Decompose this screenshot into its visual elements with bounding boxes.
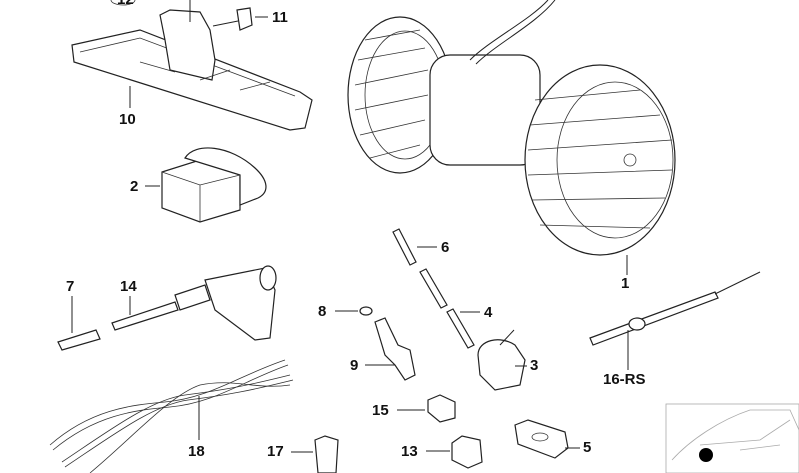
leader-11b bbox=[212, 20, 239, 27]
part-3-connector[interactable] bbox=[477, 329, 526, 391]
part-11-clip[interactable] bbox=[236, 7, 253, 31]
car-locator-thumbnail[interactable] bbox=[665, 403, 799, 473]
part-1-blower-motor[interactable] bbox=[347, 0, 676, 256]
callout-5[interactable]: 5 bbox=[583, 439, 592, 456]
callout-17[interactable]: 17 bbox=[267, 443, 284, 460]
part-6-tube[interactable] bbox=[392, 228, 417, 266]
callout-6[interactable]: 6 bbox=[441, 239, 450, 256]
part-14-sensor[interactable] bbox=[111, 265, 277, 341]
part-8-cap[interactable] bbox=[359, 306, 373, 316]
part-16-rs-cable[interactable] bbox=[589, 271, 761, 346]
callout-3[interactable]: 3 bbox=[530, 357, 539, 374]
callout-7[interactable]: 7 bbox=[66, 278, 75, 295]
callout-8[interactable]: 8 bbox=[318, 303, 327, 320]
part-9-valve[interactable] bbox=[374, 317, 416, 381]
callout-15[interactable]: 15 bbox=[372, 402, 389, 419]
callout-4[interactable]: 4 bbox=[484, 304, 493, 321]
part-13-clamp[interactable] bbox=[451, 435, 483, 469]
part-7-sleeve[interactable] bbox=[57, 329, 101, 351]
callout-14[interactable]: 14 bbox=[120, 278, 137, 295]
part-17-terminal[interactable] bbox=[314, 435, 339, 473]
callout-1[interactable]: 1 bbox=[621, 275, 630, 292]
callout-13[interactable]: 13 bbox=[401, 443, 418, 460]
part-18-harness[interactable] bbox=[49, 359, 294, 473]
part-4-tubes[interactable] bbox=[419, 268, 475, 349]
callout-11[interactable]: 11 bbox=[272, 9, 288, 26]
callout-2[interactable]: 2 bbox=[130, 178, 139, 195]
callout-9[interactable]: 9 bbox=[350, 357, 359, 374]
part-10-bracket[interactable] bbox=[71, 0, 313, 131]
part-15-clamp[interactable] bbox=[427, 394, 456, 423]
part-5-clip-nut[interactable] bbox=[514, 419, 569, 459]
callout-18[interactable]: 18 bbox=[188, 443, 205, 460]
callout-12[interactable]: 12 bbox=[117, 0, 134, 7]
callout-10[interactable]: 10 bbox=[119, 111, 136, 128]
location-marker-icon bbox=[699, 448, 713, 462]
callout-16-rs[interactable]: 16-RS bbox=[603, 371, 646, 388]
part-2-resistor[interactable] bbox=[161, 147, 267, 223]
